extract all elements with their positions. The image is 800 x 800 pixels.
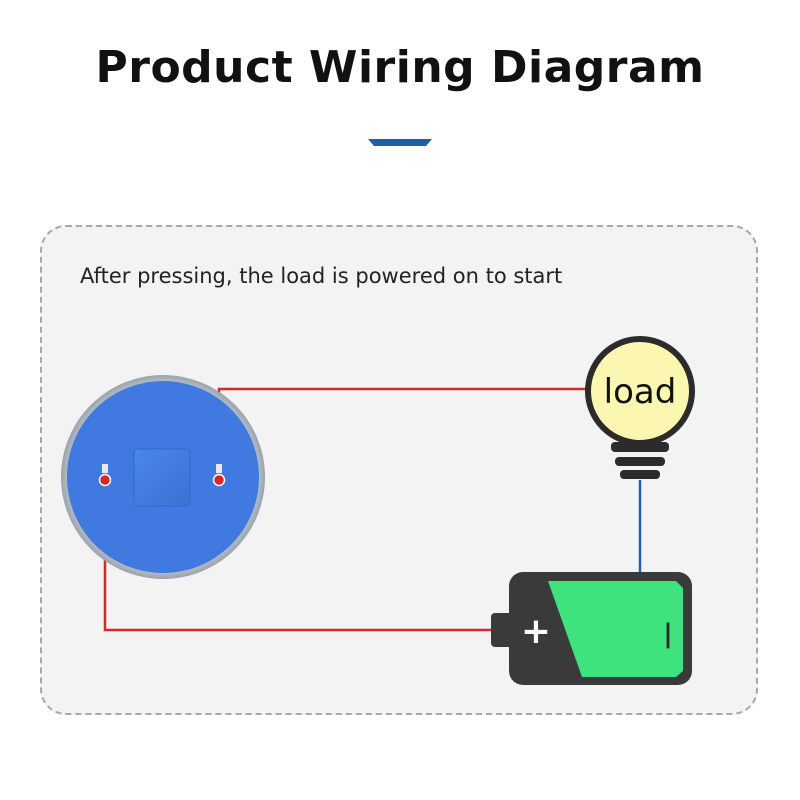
title-accent-bar [368,139,432,146]
switch-terminal-right-pin [216,464,222,473]
battery-minus-sign: | [663,619,673,649]
switch-actuator [133,448,191,507]
load-label: load [604,372,677,412]
battery-plus-sign: + [521,611,551,652]
battery: + | [491,572,692,685]
bulb-base-ring-1 [611,442,669,452]
battery-charge-fill [548,581,683,677]
switch-terminal-left-pin [102,464,108,473]
panel-caption: After pressing, the load is powered on t… [80,264,563,288]
page-title: Product Wiring Diagram [95,42,705,93]
switch-terminal-right [212,473,226,487]
switch-terminal-left [98,473,112,487]
bulb-base-ring-3 [620,470,660,479]
push-button-switch [61,375,265,579]
bulb-base-ring-2 [615,457,665,466]
red-wire-switch-to-load [217,387,592,480]
load-bulb: load [585,336,695,479]
